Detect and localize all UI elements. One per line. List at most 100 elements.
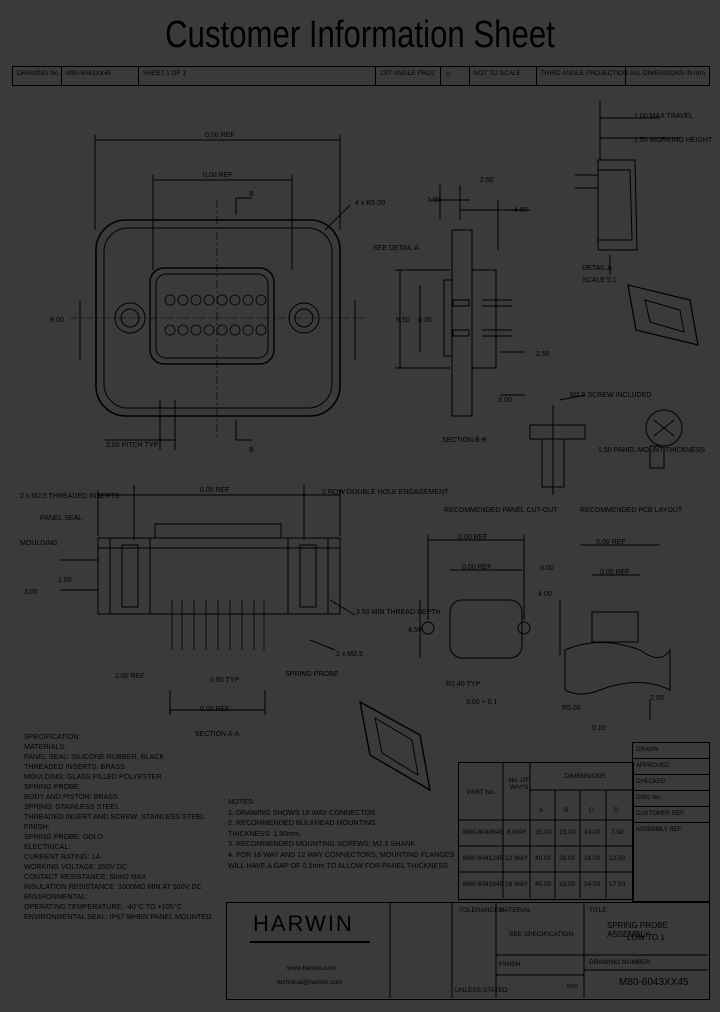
note-line: WILL HAVE A GAP OF 0.5mm TO ALLOW FOR PA… (228, 860, 450, 870)
spec-line: MATERIALS: (24, 742, 67, 751)
row-part: M80-6041245 (463, 855, 504, 862)
section-h1: 1.50 (58, 577, 72, 584)
spec-line: ENVIRONMENTAL SEAL: IP67 WHEN PANEL MOUN… (24, 912, 212, 921)
front-inner-width: 0.00 REF (203, 172, 233, 179)
row-b: 33.00 (559, 881, 576, 888)
cutout-height: 4.50 (408, 627, 422, 634)
row-a: 35.00 (535, 829, 552, 836)
section-thread-inserts: 2 x M2.5 THREADED INSERTS (20, 493, 120, 500)
section-pcb-dim: 2.00 REF (115, 673, 145, 680)
section-pin-dia: 0.80 TYP (210, 677, 239, 684)
spec-line: ELECTRICAL: (24, 842, 71, 851)
spec-line: SPRING PROBE: GOLD (24, 832, 104, 841)
title-value-2: LOW TO 1 (627, 933, 665, 942)
side-d5: 3.00 (498, 397, 512, 404)
rev-row: ASSEMBLY REF. (636, 827, 683, 833)
detail-working-height: 1.50 WORKING HEIGHT (634, 137, 713, 144)
note-line: 1. DRAWING SHOWS 18 WAY CONNECTOR. (228, 807, 378, 817)
screw-view (529, 394, 683, 495)
pcb-r: R5.00 (562, 705, 581, 712)
note-line: NOTES: (228, 797, 255, 806)
section-moulding: MOULDING (20, 540, 58, 547)
dimension-table: PART No. No. OF WAYS DIMENSIONS A B C D … (458, 762, 634, 900)
spec-line: SPECIFICATION: (24, 732, 81, 741)
revision-table: DRAWN APPROVED CHECKED DWG No. CUSTOMER … (632, 742, 710, 902)
spec-line: MOULDING: GLASS FILLED POLYESTER (24, 772, 162, 781)
pcb-p2: 0.00 REF (600, 569, 630, 576)
row-a: 45.00 (535, 881, 552, 888)
note-line: THICKNESS: 1.50mm. (228, 828, 302, 838)
side-h1: 5.50 (396, 317, 410, 324)
side-d3: 1.00 (427, 197, 441, 204)
detail-travel: 1.00 MAX TRAVEL (634, 113, 693, 120)
spec-line: WORKING VOLTAGE: 250V DC (24, 862, 128, 871)
section-thread-depth: 3.50 MIN THREAD DEPTH (356, 609, 441, 616)
bottom-block-lines (250, 902, 708, 998)
dims-header: DIMENSIONS (564, 773, 606, 780)
pcb-p1: 0.00 REF (596, 539, 626, 546)
note-line: 4. FOR 18 WAY AND 12 WAY CONNECTORS, MOU… (228, 849, 455, 859)
material-label: MATERIAL (499, 907, 532, 914)
row-c: 14.00 (584, 829, 601, 836)
side-d4: 2.50 (536, 351, 550, 358)
drawing-no-label: DRAWING No. (13, 67, 62, 85)
row-c: 24.00 (584, 881, 601, 888)
third-angle-label: THIRD ANGLE PROJECTION (537, 67, 628, 85)
rev-row: DWG No. (633, 791, 709, 807)
col-d: D (614, 807, 619, 814)
cutout-dia: 3.00 + 0.1 (466, 699, 497, 706)
ways-header: No. OF WAYS (508, 777, 530, 791)
spec-line: SPRING: STAINLESS STEEL (24, 802, 120, 811)
row-d: 17.50 (609, 881, 626, 888)
section-probe: SPRING PROBE (285, 671, 339, 678)
pcb-label: RECOMMENDED PCB LAYOUT (580, 507, 683, 514)
section-view (60, 485, 356, 715)
front-pitch: 2.50 PITCH TYP (106, 442, 158, 449)
note-line: 2. RECOMMENDED BULKHEAD MOUNTING (228, 818, 376, 828)
bottom-title-block: HARWIN www.harwin.com technical@harwin.c… (226, 902, 710, 1000)
side-view (395, 185, 530, 417)
section-mark-bottom: B (249, 447, 254, 454)
specification-block: SPECIFICATION: MATERIALS: PANEL SEAL: SI… (24, 732, 234, 922)
unless-stated: UNLESS STATED (455, 987, 508, 994)
detail-a (575, 100, 680, 275)
spec-line: THREADED INSERT AND SCREW: STAINLESS STE… (24, 812, 205, 821)
screw-label: M2.5 SCREW INCLUDED (570, 392, 651, 399)
units-mm: mm (567, 983, 578, 990)
row-ways: 6 WAY (507, 829, 527, 836)
cutout-label: RECOMMENDED PANEL CUT-OUT (444, 507, 558, 514)
section-label: SECTION A-A (195, 731, 240, 738)
cutout-w1: 0.00 REF (458, 534, 488, 541)
row-d: 12.50 (609, 855, 626, 862)
side-d1: 2.50 (480, 177, 494, 184)
projection-label: 1ST ANGLE PROJ (376, 67, 442, 85)
email: technical@harwin.com (277, 979, 343, 986)
detail-scale: SCALE 5:1 (582, 277, 617, 284)
note-line: 3. RECOMMENDED MOUNTING SCREWS: M2.5 SHA… (228, 839, 418, 849)
title-value: SPRING PROBE ASSEMBLY (607, 921, 668, 939)
col-c: C (589, 807, 594, 814)
side-section-label: SECTION B-B (442, 437, 487, 444)
row-ways: 18 WAY (505, 881, 529, 888)
pcb-h1: 4.00 (538, 591, 552, 598)
drawing-no: M80-6043XX45 (62, 67, 139, 85)
col-b: B (564, 807, 569, 814)
harwin-logo: HARWIN (253, 911, 354, 936)
sheet-number: SHEET 1 OF 1 (139, 67, 377, 85)
spec-line: THREADED INSERTS: BRASS (24, 762, 125, 771)
row-c: 18.00 (584, 855, 601, 862)
page-title: Customer Information Sheet (165, 14, 555, 56)
section-rows: 2 ROW DOUBLE HOLE ENGAGEMENT (322, 489, 449, 496)
iso-view-small (627, 284, 699, 346)
title-block-strip: DRAWING No. M80-6043XX45 SHEET 1 OF 1 1S… (12, 66, 710, 86)
drawing-number: M80-6043XX45 (619, 977, 689, 988)
iso-view-large (359, 700, 431, 792)
scale-label: NOT TO SCALE (470, 67, 537, 85)
screw-panel-thickness: 1.50 PANEL MOUNT THICKNESS (598, 447, 705, 454)
front-height: 8.00 (50, 317, 64, 324)
section-panel-seal: PANEL SEAL (40, 515, 82, 522)
section-width: 0.00 REF (200, 487, 230, 494)
pcb-layout (559, 544, 671, 720)
